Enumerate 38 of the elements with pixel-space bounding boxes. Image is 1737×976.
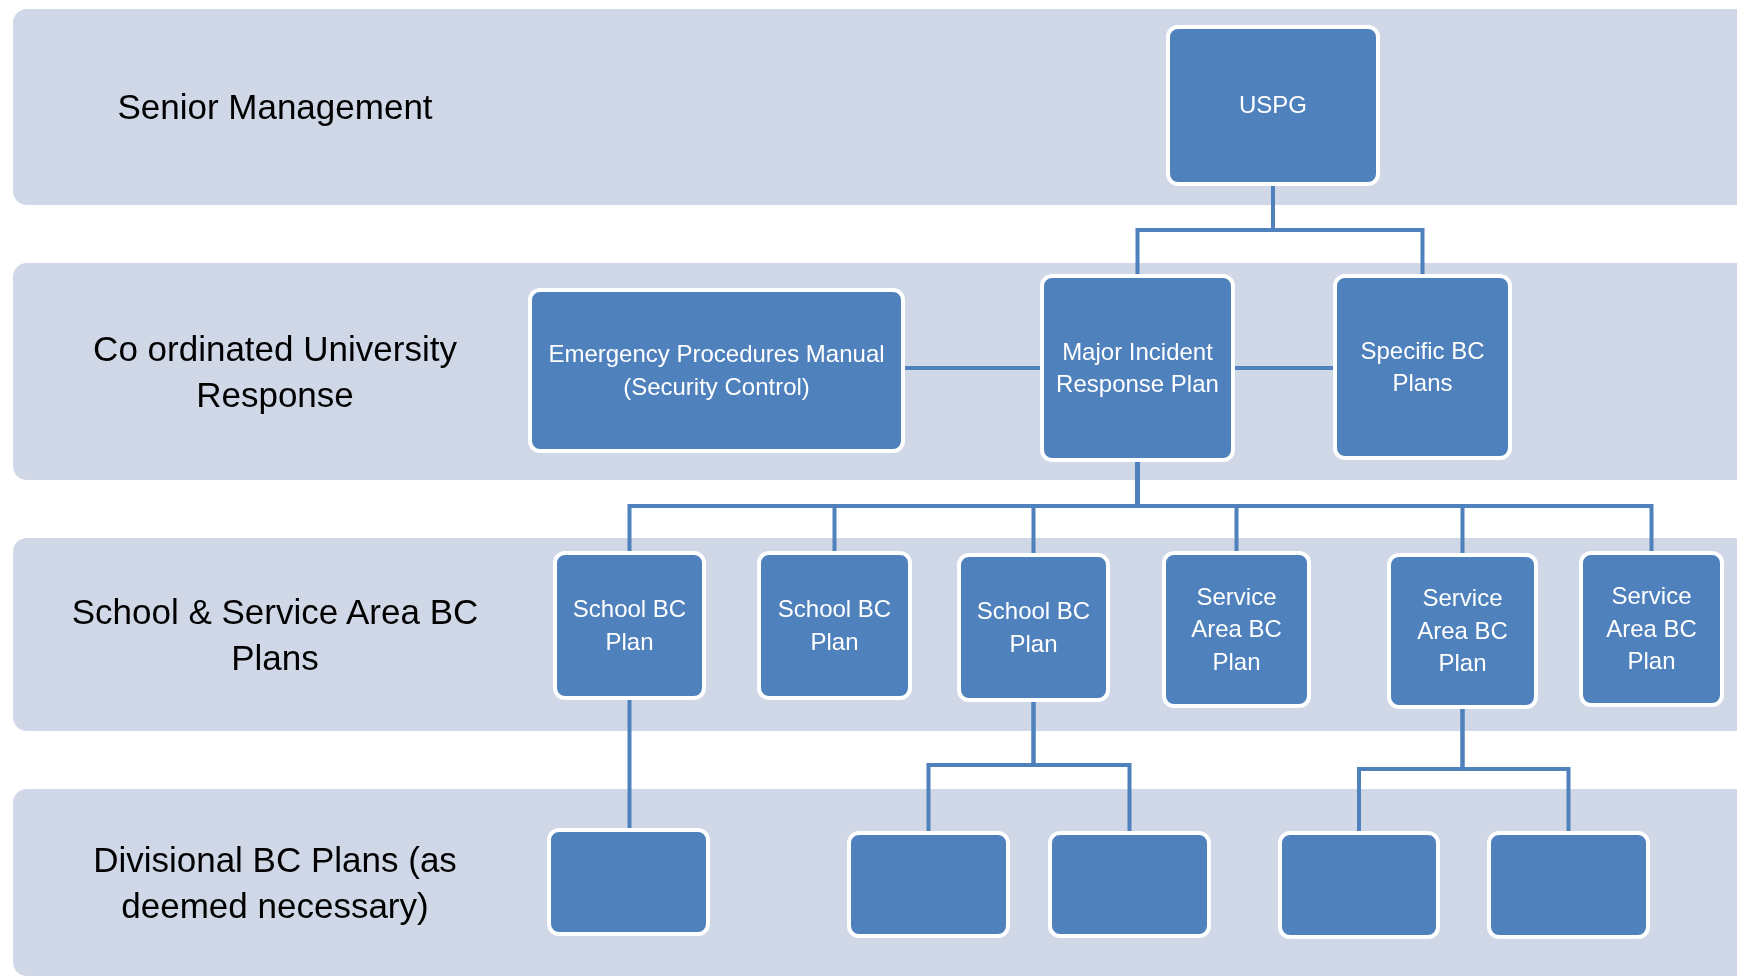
process-box	[553, 551, 706, 700]
swimlane-band	[13, 9, 1737, 205]
box-label: School BC Plan	[975, 596, 1092, 659]
process-box	[1162, 551, 1311, 708]
box-label: Major Incident Response Plan	[1055, 336, 1220, 399]
process-box	[1040, 274, 1235, 462]
process-box	[847, 831, 1010, 938]
swimlane-band	[13, 789, 1737, 976]
box-label: Service Area BC Plan	[1416, 583, 1509, 679]
connector-line	[627, 700, 632, 828]
process-box	[957, 553, 1110, 702]
lane-label: Co ordinated University Response	[92, 328, 458, 416]
process-box	[528, 288, 905, 453]
box-label: Emergency Procedures Manual (Security Control)	[547, 339, 886, 402]
box-label: Service Area BC Plan	[1605, 581, 1698, 677]
process-box	[1387, 553, 1538, 709]
connector-line	[1031, 702, 1132, 831]
box-label: Service Area BC Plan	[1190, 581, 1283, 677]
swimlane-band	[13, 538, 1737, 731]
process-box	[547, 828, 710, 936]
lane-label: Divisional BC Plans (as deemed necessary)	[92, 839, 458, 927]
process-box	[1166, 25, 1380, 186]
box-label: Specific BC Plans	[1359, 335, 1486, 398]
connector-line	[1460, 709, 1571, 831]
process-box	[1048, 831, 1211, 938]
process-box	[1579, 551, 1724, 707]
box-label: School BC Plan	[571, 594, 688, 657]
connector-line	[905, 366, 1040, 370]
process-box	[1278, 831, 1440, 939]
box-label: School BC Plan	[776, 594, 893, 657]
lane-label: Senior Management	[116, 86, 434, 129]
process-box	[1333, 274, 1512, 460]
box-label: USPG	[1238, 90, 1308, 121]
lane-label: School & Service Area BC Plans	[70, 591, 480, 679]
swimlane-band	[13, 263, 1737, 480]
process-box	[1487, 831, 1650, 939]
connector-line	[1235, 366, 1333, 370]
process-box	[757, 551, 912, 700]
